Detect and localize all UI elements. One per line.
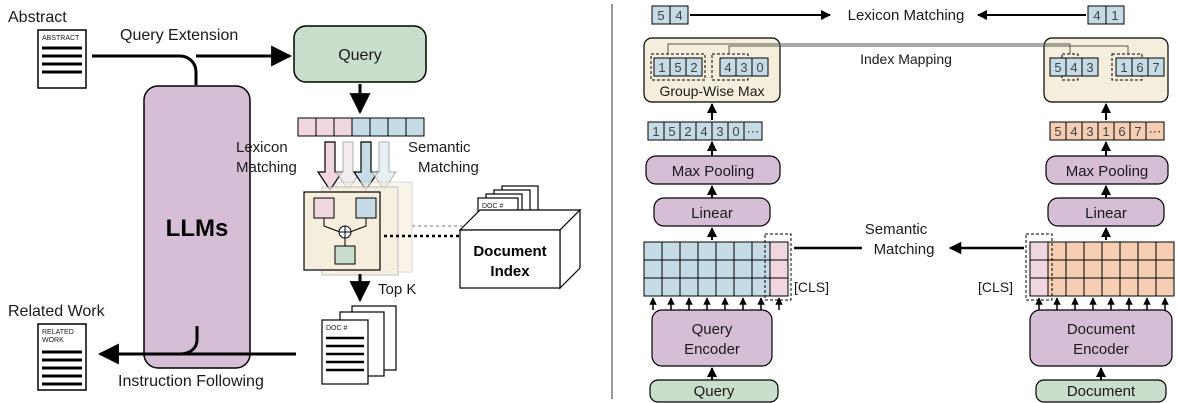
- doc-lexicon-id: 1: [1111, 8, 1118, 23]
- query-extension-label: Query Extension: [120, 27, 238, 44]
- query-vector-value: 4: [700, 124, 707, 139]
- instruction-following-label: Instruction Following: [118, 373, 264, 390]
- right-panel: 5 4 4 1 Lexicon Matching Group-Wise Max …: [643, 5, 1175, 403]
- doc-group-id: 7: [1152, 60, 1159, 75]
- doc-group-id: 3: [1086, 60, 1093, 75]
- lexicon-matching-label-2: Matching: [236, 159, 297, 176]
- abstract-label: Abstract: [8, 9, 67, 26]
- query-input: [649, 379, 779, 403]
- query-max-pooling: [645, 155, 781, 185]
- query-sparse-vector: 1 5 2 4 3 0 ⋯: [647, 121, 763, 141]
- query-lexicon-ids: 5 4: [651, 5, 689, 25]
- doc-vector-value: 5: [1054, 124, 1061, 139]
- llms-label: LLMs: [166, 215, 229, 242]
- query-embedding-vector: [297, 117, 425, 137]
- lexicon-matching-label-1: Lexicon: [236, 139, 288, 156]
- document-encoder-label-1: Document: [1067, 321, 1136, 338]
- query-lexicon-id: 4: [675, 8, 682, 23]
- query-grouped-ids: 1 5 2 4 3 0: [650, 53, 769, 81]
- abstract-to-llm-connector: [92, 54, 198, 85]
- document-encoder-label-2: Encoder: [1073, 341, 1129, 358]
- query-group-id: 2: [690, 60, 697, 75]
- query-encoder: [651, 309, 773, 367]
- document-index-label-2: Index: [490, 263, 530, 280]
- query-linear-label: Linear: [691, 205, 733, 222]
- abstract-document-icon: ABSTRACT: [37, 29, 87, 89]
- document-encoder: [1029, 309, 1173, 367]
- doc-cls-label: [CLS]: [978, 279, 1013, 295]
- doc-hidden-states: [1025, 233, 1175, 301]
- doc-vector-value: 1: [1102, 124, 1109, 139]
- query-encoder-label-2: Encoder: [684, 341, 740, 358]
- group-wise-max-label: Group-Wise Max: [659, 83, 764, 99]
- matching-fat-arrows: [316, 141, 397, 192]
- llm-to-output-connector: [179, 326, 199, 356]
- doc-group-id: 6: [1136, 60, 1143, 75]
- query-hidden-states: [643, 233, 792, 301]
- semantic-matching-label-1: Semantic: [865, 221, 928, 238]
- query-box: [293, 25, 427, 83]
- related-work-document-icon: RELATED WORK: [37, 323, 87, 391]
- query-vector-value: 3: [716, 124, 723, 139]
- query-group-id: 0: [756, 60, 763, 75]
- semantic-matching-label-2: Matching: [418, 159, 479, 176]
- query-cls-label: [CLS]: [794, 279, 829, 295]
- doc-lexicon-ids: 4 1: [1087, 5, 1125, 25]
- index-doc-hash: DOC #: [482, 203, 504, 210]
- doc-vector-value: ⋯: [1149, 124, 1162, 139]
- query-group-id: 3: [740, 60, 747, 75]
- query-token-arrows: [649, 297, 783, 310]
- query-group-id: 4: [724, 60, 731, 75]
- doc-max-pooling: [1045, 155, 1169, 185]
- doc-vector-value: 7: [1134, 124, 1141, 139]
- related-work-label: Related Work: [8, 303, 106, 320]
- query-vector-value: 5: [668, 124, 675, 139]
- semantic-matching-label-2: Matching: [874, 241, 935, 258]
- document-index: DOC # Document Index: [458, 185, 582, 290]
- left-panel: Abstract ABSTRACT Query Extension Query …: [8, 9, 582, 391]
- query-input-label: Query: [694, 383, 735, 400]
- retrieved-doc-hash: DOC #: [326, 325, 348, 332]
- doc-group-id: 4: [1070, 60, 1077, 75]
- query-box-label: Query: [338, 47, 382, 64]
- index-mapping-label: Index Mapping: [860, 51, 952, 67]
- doc-lexicon-id: 4: [1093, 8, 1100, 23]
- query-max-pooling-label: Max Pooling: [672, 163, 755, 180]
- query-lexicon-id: 5: [657, 8, 664, 23]
- query-encoder-label-1: Query: [692, 321, 733, 338]
- retrieval-module-stack: [303, 181, 413, 276]
- query-group-id: 1: [658, 60, 665, 75]
- document-input: [1035, 379, 1167, 403]
- semantic-matching-label-1: Semantic: [408, 139, 471, 156]
- query-vector-value: 2: [684, 124, 691, 139]
- related-doc-text-2: WORK: [42, 337, 64, 344]
- doc-group-id: 5: [1054, 60, 1061, 75]
- doc-vector-value: 4: [1070, 124, 1077, 139]
- doc-linear: [1047, 197, 1165, 227]
- doc-token-arrows: [1035, 297, 1169, 310]
- abstract-doc-text: ABSTRACT: [42, 35, 80, 42]
- lexicon-matching-label: Lexicon Matching: [848, 7, 965, 24]
- query-linear: [653, 197, 771, 227]
- document-input-label: Document: [1067, 383, 1136, 400]
- doc-sparse-vector: 5 4 3 1 6 7 ⋯: [1049, 121, 1165, 141]
- query-group-id: 5: [674, 60, 681, 75]
- doc-vector-value: 6: [1118, 124, 1125, 139]
- retrieved-documents-icon: DOC #: [321, 305, 397, 385]
- top-k-label: Top K: [378, 281, 416, 298]
- doc-linear-label: Linear: [1085, 205, 1127, 222]
- doc-max-pooling-label: Max Pooling: [1066, 163, 1149, 180]
- doc-grouped-ids: 5 4 3 1 6 7: [1049, 53, 1165, 81]
- query-vector-value: 1: [652, 124, 659, 139]
- query-vector-value: ⋯: [747, 124, 760, 139]
- doc-vector-value: 3: [1086, 124, 1093, 139]
- document-index-label-1: Document: [473, 243, 546, 260]
- doc-group-id: 1: [1120, 60, 1127, 75]
- related-doc-text-1: RELATED: [42, 329, 74, 336]
- query-vector-value: 0: [732, 124, 739, 139]
- llms-block: [143, 85, 251, 369]
